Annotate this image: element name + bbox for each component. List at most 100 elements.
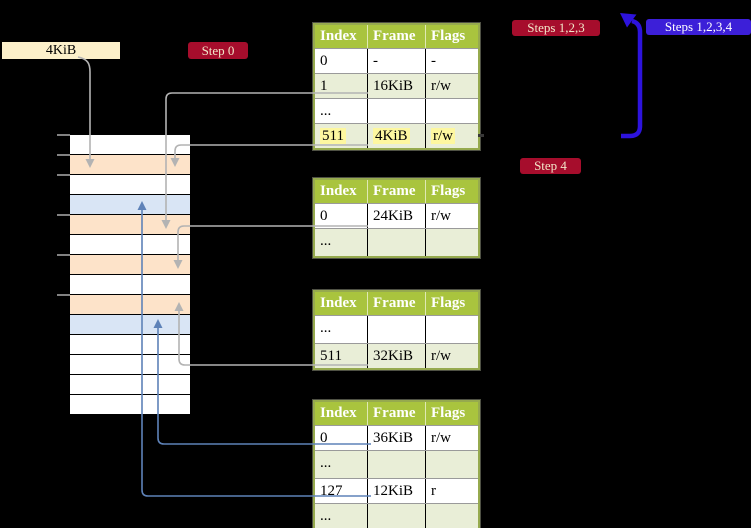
column-header: Flags bbox=[425, 402, 478, 425]
table-row: ... bbox=[315, 450, 478, 478]
column-header: Flags bbox=[425, 180, 478, 203]
memory-address-tick bbox=[57, 154, 70, 156]
memory-frame-row-white bbox=[70, 175, 190, 195]
table-row: 0 24KiB r/w bbox=[315, 203, 478, 228]
table-cell: ... bbox=[315, 99, 367, 123]
memory-frame-row-white bbox=[70, 355, 190, 375]
table-cell bbox=[367, 504, 425, 528]
cell-text: - bbox=[431, 53, 436, 69]
cell-text: 0 bbox=[320, 53, 328, 69]
table-cell: 24KiB bbox=[367, 204, 425, 228]
memory-frame-row-orange bbox=[70, 255, 190, 275]
column-header: Index bbox=[320, 28, 357, 44]
table-cell: 12KiB bbox=[367, 479, 425, 503]
memory-frame-row-orange bbox=[70, 295, 190, 315]
memory-address-tick bbox=[57, 254, 70, 256]
table-cell bbox=[425, 504, 478, 528]
badge-steps-1-2-3-4: Steps 1,2,3,4 bbox=[646, 19, 751, 35]
cell-text: r/w bbox=[431, 78, 451, 94]
table-cell: 16KiB bbox=[367, 74, 425, 98]
table-row: ... bbox=[315, 228, 478, 256]
table-cell: 0 bbox=[315, 204, 367, 228]
table-cell: 0 bbox=[315, 49, 367, 73]
memory-frame-row-white bbox=[70, 335, 190, 355]
cell-text: ... bbox=[320, 320, 332, 336]
table-cell: 36KiB bbox=[367, 426, 425, 450]
recursive-loop-arrow bbox=[621, 18, 643, 139]
highlighted-cell-text: 4KiB bbox=[373, 128, 410, 144]
cell-text: ... bbox=[320, 233, 332, 249]
cell-text: r/w bbox=[431, 430, 451, 446]
table-cell: r/w bbox=[425, 124, 478, 148]
table-cell: ... bbox=[315, 504, 367, 528]
cell-text: r/w bbox=[431, 348, 451, 364]
column-header: Frame bbox=[367, 180, 425, 203]
table-cell bbox=[367, 451, 425, 478]
column-header: Index bbox=[320, 295, 357, 311]
cell-text: 0 bbox=[320, 208, 328, 224]
column-header: Frame bbox=[367, 25, 425, 48]
memory-frame-row-orange bbox=[70, 155, 190, 175]
table-cell: ... bbox=[315, 316, 367, 343]
memory-frame-row-orange bbox=[70, 215, 190, 235]
table-cell: r/w bbox=[425, 426, 478, 450]
memory-address-tick bbox=[57, 294, 70, 296]
highlighted-cell-text: r/w bbox=[431, 128, 455, 144]
column-header: Index bbox=[320, 405, 357, 421]
cell-text: 24KiB bbox=[373, 208, 414, 224]
cell-text: 511 bbox=[320, 348, 342, 364]
memory-frame-row-blue bbox=[70, 195, 190, 215]
cell-text: 16KiB bbox=[373, 78, 414, 94]
cr3-frame-label: 4KiB bbox=[2, 42, 120, 59]
cell-text: ... bbox=[320, 103, 332, 119]
table-cell: 511 bbox=[315, 344, 367, 368]
table-cell: 127 bbox=[315, 479, 367, 503]
table-cell: 1 bbox=[315, 74, 367, 98]
cell-text: 127 bbox=[320, 483, 343, 499]
table-row: 511 4KiB r/w bbox=[315, 123, 478, 148]
table-cell: - bbox=[425, 49, 478, 73]
column-header: Flags bbox=[425, 292, 478, 315]
table-row: 511 32KiB r/w bbox=[315, 343, 478, 368]
table-cell bbox=[367, 316, 425, 343]
cell-text: 32KiB bbox=[373, 348, 414, 364]
cell-text: ... bbox=[320, 455, 332, 471]
table-cell bbox=[425, 99, 478, 123]
cell-text: ... bbox=[320, 508, 332, 524]
badge-steps-1-2-3: Steps 1,2,3 bbox=[512, 20, 600, 36]
table-cell: 0 bbox=[315, 426, 367, 450]
memory-frame-row-white bbox=[70, 235, 190, 255]
table-cell bbox=[425, 229, 478, 256]
cell-text: 0 bbox=[320, 430, 328, 446]
table-row: ... bbox=[315, 503, 478, 528]
cell-text: r/w bbox=[431, 208, 451, 224]
cell-text: 1 bbox=[320, 78, 328, 94]
memory-frame-row-white bbox=[70, 275, 190, 295]
table-cell: r/w bbox=[425, 344, 478, 368]
column-header: Frame bbox=[367, 402, 425, 425]
table-cell: 511 bbox=[315, 124, 367, 148]
table-cell: ... bbox=[315, 451, 367, 478]
memory-frame-row-blue bbox=[70, 315, 190, 335]
table-cell bbox=[367, 99, 425, 123]
recursive-loop-arrowhead bbox=[620, 13, 637, 28]
table-cell: 4KiB bbox=[367, 124, 425, 148]
memory-frame-row-white bbox=[70, 375, 190, 395]
table-cell: ... bbox=[315, 229, 367, 256]
table-cell bbox=[367, 229, 425, 256]
column-header: Flags bbox=[425, 25, 478, 48]
memory-address-tick bbox=[57, 174, 70, 176]
memory-column bbox=[70, 135, 190, 415]
cell-text: r bbox=[431, 483, 436, 499]
table-cell: r/w bbox=[425, 74, 478, 98]
memory-address-tick bbox=[57, 214, 70, 216]
table-row: 0 -- bbox=[315, 48, 478, 73]
table-cell: r/w bbox=[425, 204, 478, 228]
table-cell: - bbox=[367, 49, 425, 73]
